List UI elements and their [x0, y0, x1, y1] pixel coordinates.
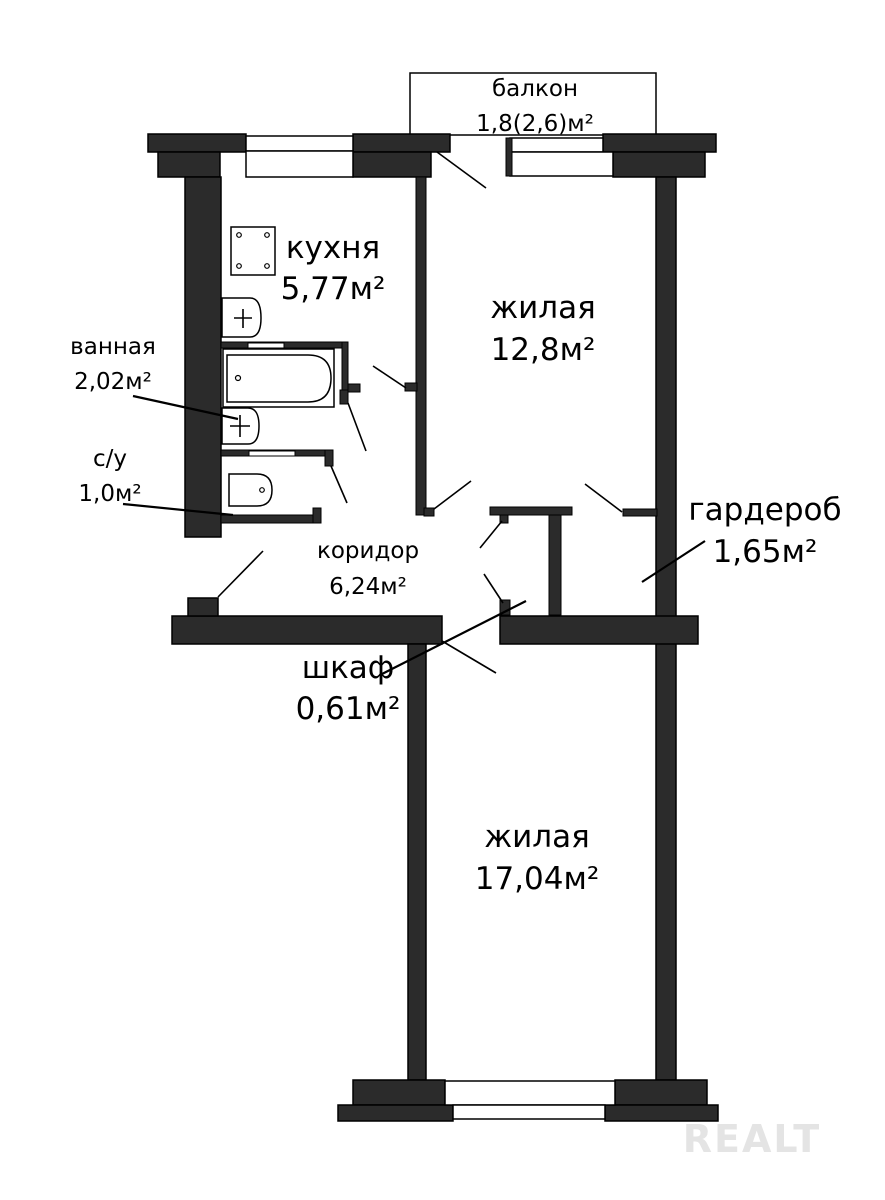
balcony-door: [505, 137, 614, 177]
wardrobe-label: гардероб: [688, 492, 841, 528]
stove: [230, 226, 276, 276]
exterior-wall-bottom: [337, 1079, 719, 1122]
toilet: [228, 450, 296, 507]
exterior-wall-top: [147, 133, 717, 178]
wall-middle: [171, 597, 699, 645]
living1-label: жилая: [490, 290, 596, 326]
exterior-wall-left: [184, 176, 222, 538]
bathroom-sink: [221, 407, 260, 445]
bathtub: [222, 342, 335, 408]
wall-living2-left: [407, 643, 427, 1081]
kitchen-area: 5,77м²: [281, 271, 386, 307]
kitchen-sink: [221, 297, 262, 338]
living2-label: жилая: [484, 819, 590, 855]
living1-area: 12,8м²: [491, 332, 596, 368]
leader-lines: [122, 394, 706, 675]
balcony-label: балкон: [492, 76, 578, 102]
living2-area: 17,04м²: [475, 861, 600, 897]
watermark-logo: REALT: [683, 1117, 821, 1161]
closet-area: 0,61м²: [296, 691, 401, 727]
bathroom-label: ванная: [70, 334, 156, 360]
closet-label: шкаф: [302, 650, 395, 686]
kitchen-window: [245, 135, 354, 178]
corridor-area: 6,24м²: [329, 574, 407, 600]
bathroom-area: 2,02м²: [74, 369, 152, 395]
wall-kitchen-living: [404, 176, 435, 517]
balcony-area: 1,8(2,6)м²: [476, 111, 594, 137]
door-swings: [217, 151, 623, 674]
wardrobe-walls: [489, 506, 658, 616]
corridor-label: коридор: [317, 538, 419, 564]
living2-window: [444, 1080, 616, 1120]
wardrobe-area: 1,65м²: [713, 534, 818, 570]
toilet-label: с/у: [93, 446, 127, 472]
kitchen-label: кухня: [286, 230, 380, 266]
balcony: [409, 72, 657, 136]
toilet-area: 1,0м²: [78, 481, 141, 507]
